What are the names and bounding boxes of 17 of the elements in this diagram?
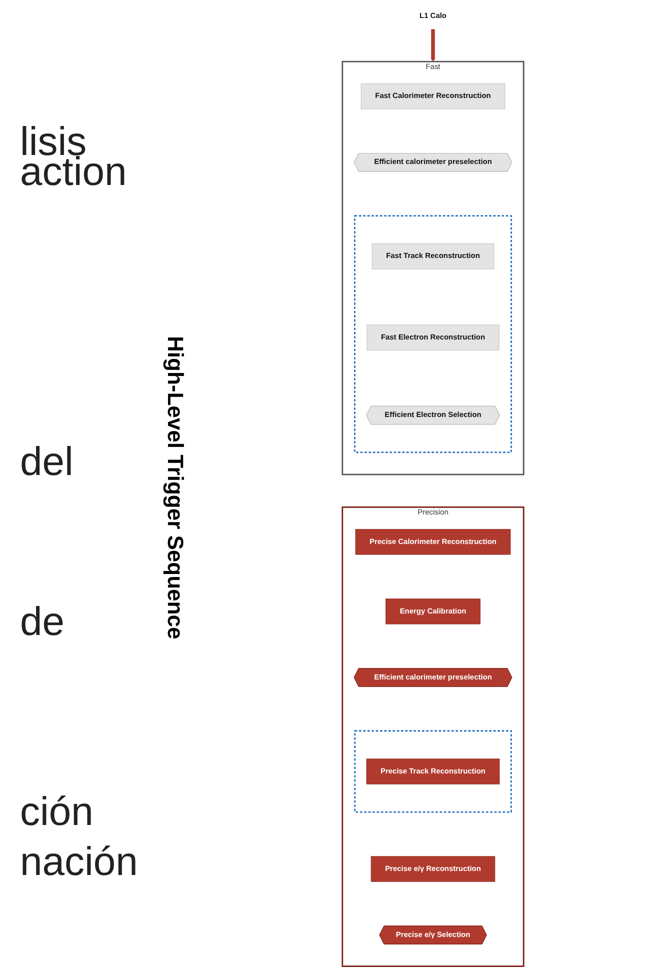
node-box <box>366 758 500 784</box>
cluster <box>342 506 524 967</box>
arrow <box>430 28 436 62</box>
slide-text: ción <box>20 790 94 835</box>
vertical-title: High-Level Trigger Sequence <box>162 336 188 640</box>
cluster <box>354 730 512 813</box>
node-box <box>370 856 496 882</box>
slide-text: nación <box>20 840 138 885</box>
slide-text: de <box>20 600 64 645</box>
node-box <box>355 529 511 555</box>
node-box <box>372 244 494 270</box>
node-box <box>386 598 480 624</box>
cluster <box>342 60 524 476</box>
cluster <box>354 215 512 454</box>
node-box <box>366 324 500 350</box>
slide-text: del <box>20 440 74 485</box>
node-box <box>360 84 506 110</box>
